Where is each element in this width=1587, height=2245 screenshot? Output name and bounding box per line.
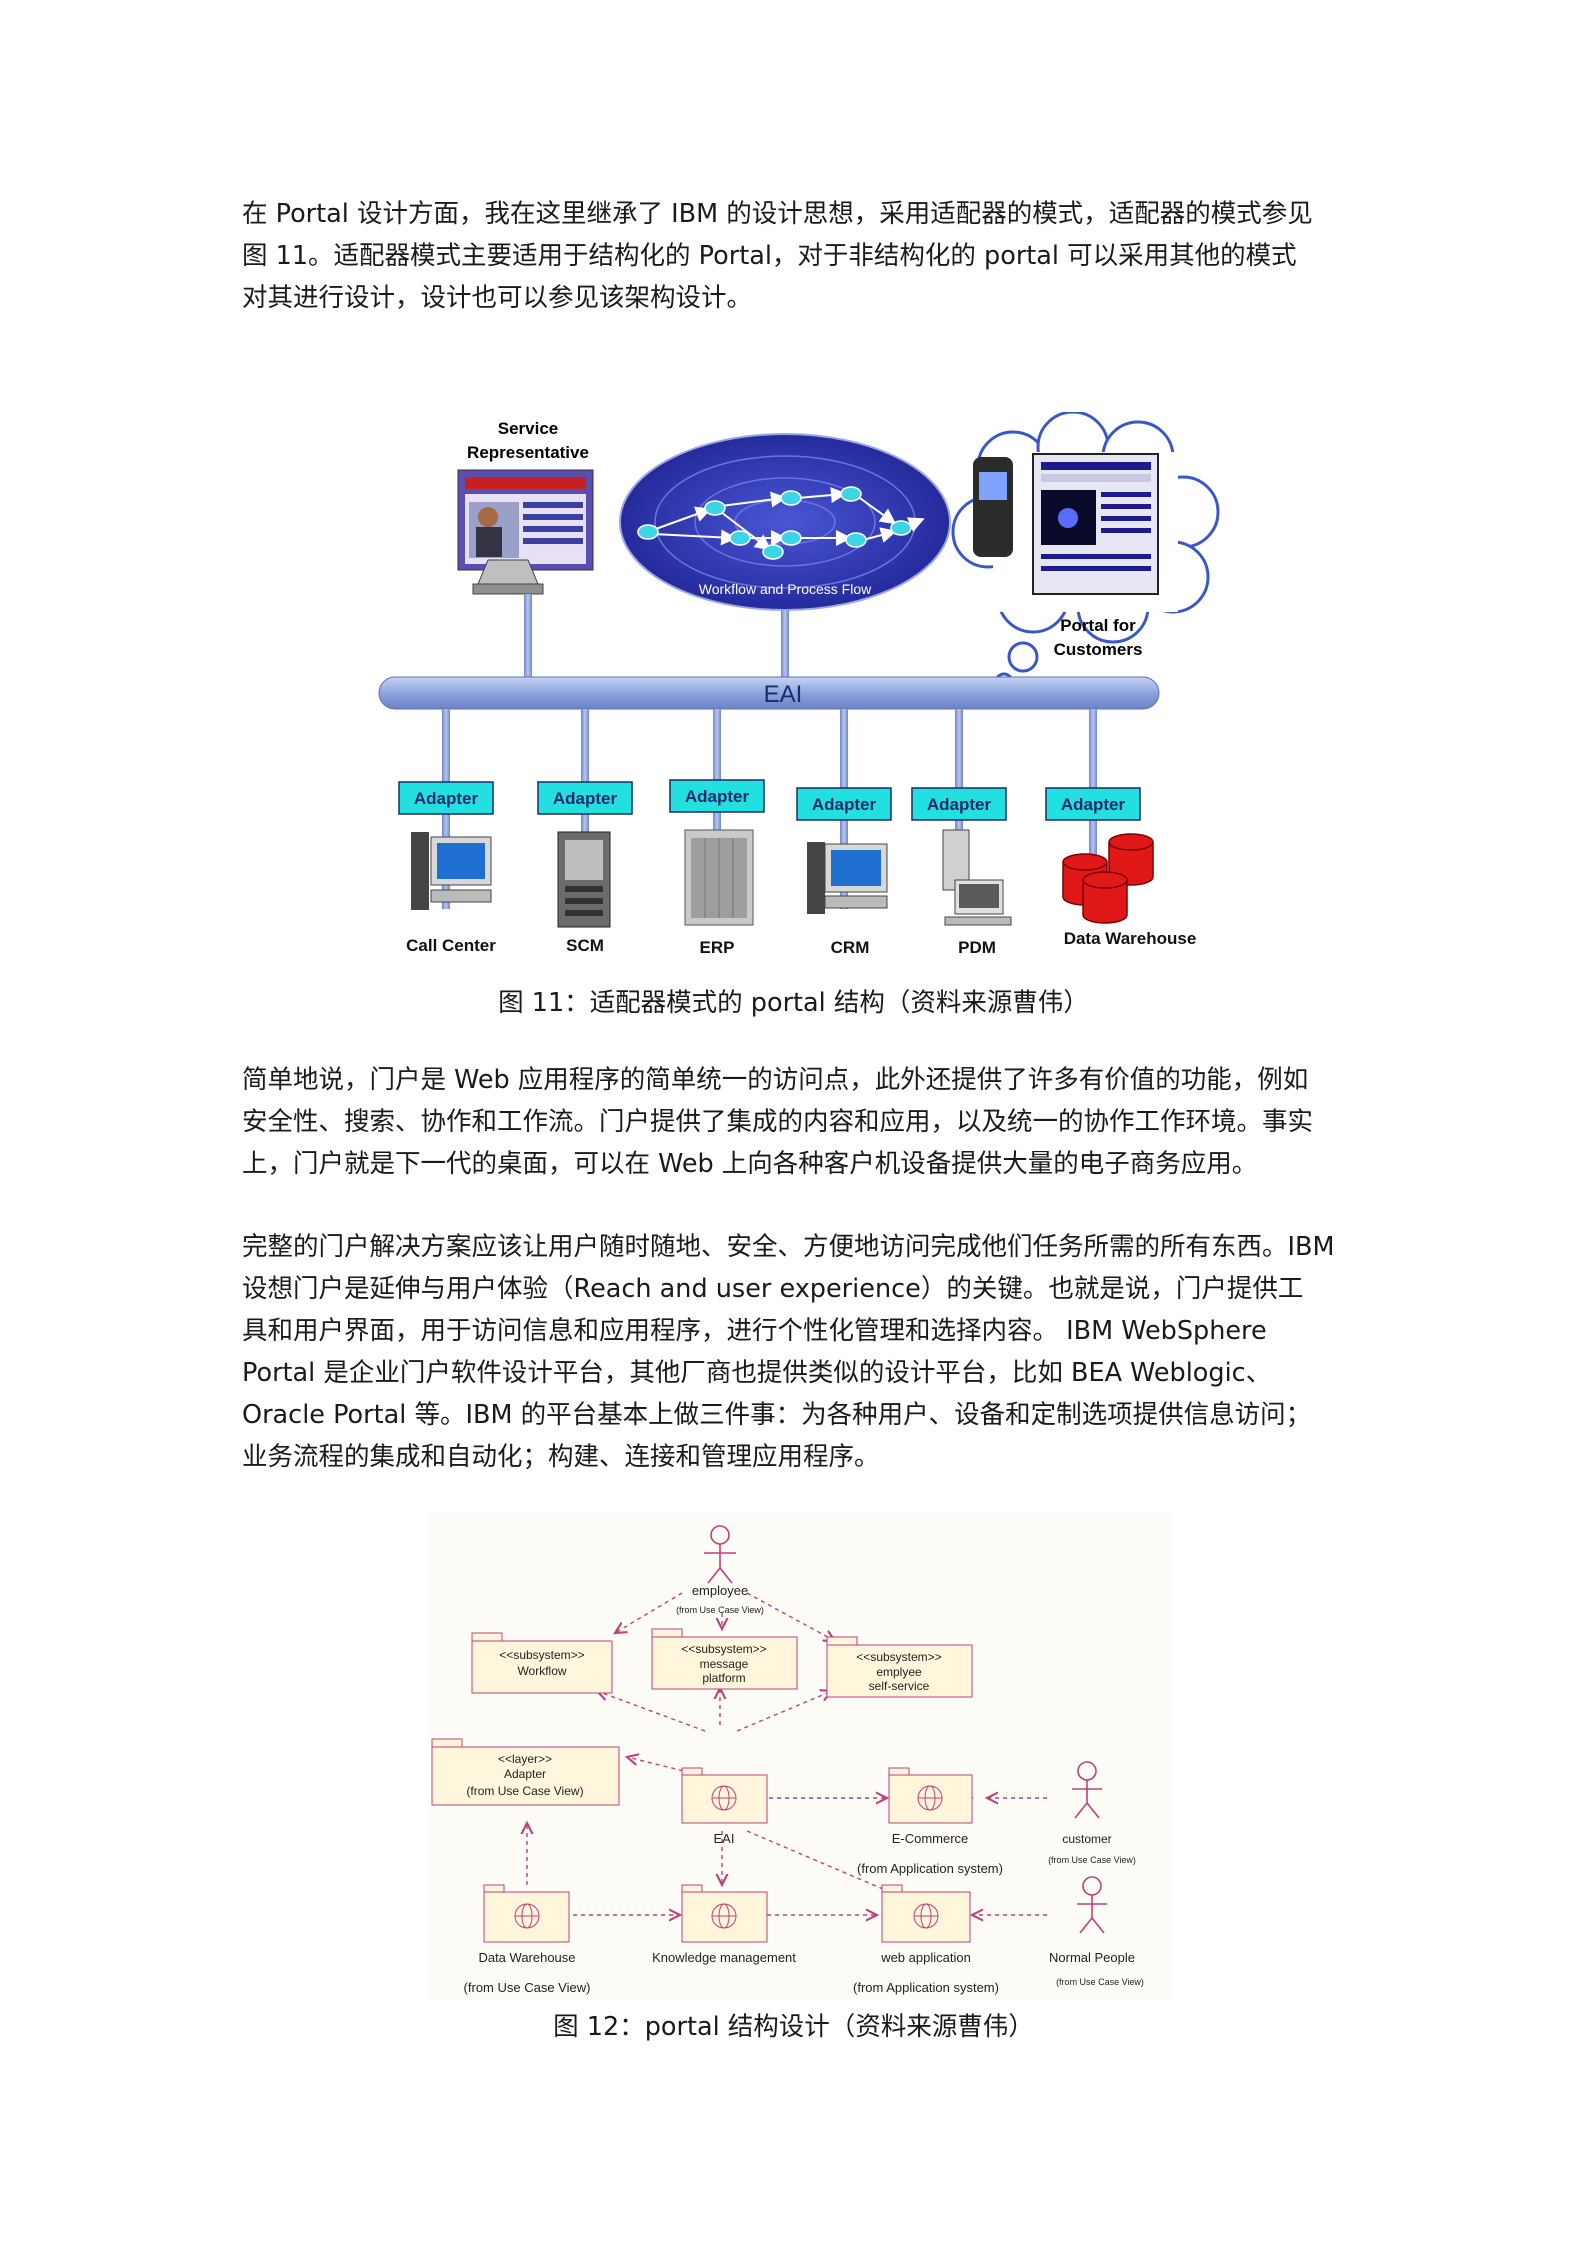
svg-text:self-service: self-service [869, 1679, 930, 1693]
globe-icon [917, 1785, 943, 1811]
svg-text:Adapter: Adapter [685, 787, 750, 806]
system-label-call-center: Call Center [406, 936, 496, 955]
ecommerce-component: E-Commerce (from Application system) [857, 1767, 1003, 1876]
adapter-crm: Adapter [796, 787, 892, 821]
text-line: 业务流程的集成和自动化；构建、连接和管理应用程序。 [242, 1442, 880, 1472]
system-label-pdm: PDM [958, 938, 996, 957]
text-line: 在 Portal 设计方面，我在这里继承了 IBM 的设计思想，采用适配器的模式… [242, 199, 1313, 229]
system-label-scm: SCM [566, 936, 604, 955]
employee-self-service-subsystem: <<subsystem>> emplyee self-service [826, 1636, 973, 1698]
actor-customer-icon [1072, 1761, 1102, 1819]
paragraph-portal-solution: 完整的门户解决方案应该让用户随时随地、安全、方便地访问完成他们任务所需的所有东西… [242, 1226, 1357, 1478]
scm-server-icon [557, 831, 611, 928]
svg-text:<<layer>>: <<layer>> [498, 1752, 552, 1766]
normal-people-from-label: (from Use Case View) [1056, 1977, 1144, 1987]
crm-computer-icon [807, 842, 888, 914]
paragraph-intro: 在 Portal 设计方面，我在这里继承了 IBM 的设计思想，采用适配器的模式… [242, 193, 1357, 319]
svg-text:Adapter: Adapter [812, 795, 877, 814]
globe-icon [514, 1903, 540, 1929]
svg-text:(from Application system): (from Application system) [853, 1980, 999, 1995]
svg-text:Adapter: Adapter [927, 795, 992, 814]
eai-bus-label: EAI [764, 681, 803, 708]
text-line: 具和用户界面，用于访问信息和应用程序，进行个性化管理和选择内容。 IBM Web… [242, 1316, 1267, 1346]
svg-text:<<subsystem>>: <<subsystem>> [499, 1648, 584, 1662]
employee-label: employee [692, 1583, 748, 1598]
workflow-subsystem: <<subsystem>> Workflow [471, 1632, 613, 1694]
text-line: 上，门户就是下一代的桌面，可以在 Web 上向各种客户机设备提供大量的电子商务应… [242, 1149, 1258, 1179]
actor-employee-icon [704, 1525, 736, 1584]
service-rep-line2: Representative [467, 443, 589, 462]
svg-text:Data Warehouse: Data Warehouse [478, 1950, 575, 1965]
globe-icon [913, 1903, 939, 1929]
system-labels: Call Center SCM ERP CRM PDM Data Warehou… [406, 929, 1196, 957]
workflow-process-flow: Workflow and Process Flow [619, 433, 951, 679]
adapter-erp: Adapter [669, 779, 765, 813]
text-line: 对其进行设计，设计也可以参见该架构设计。 [242, 283, 753, 313]
svg-text:EAI: EAI [714, 1831, 735, 1846]
portal-for-customers: Portal for Customers [951, 410, 1220, 704]
svg-text:Workflow: Workflow [517, 1664, 566, 1678]
call-center-computer-icon [411, 832, 492, 910]
system-label-crm: CRM [831, 938, 870, 957]
adapter-layer: <<layer>> Adapter (from Use Case View) [431, 1738, 620, 1806]
text-line: 完整的门户解决方案应该让用户随时随地、安全、方便地访问完成他们任务所需的所有东西… [242, 1232, 1335, 1262]
globe-icon [711, 1785, 737, 1811]
customer-label: customer [1062, 1832, 1111, 1846]
globe-icon [711, 1903, 737, 1929]
figure-11-adapter-architecture: Service Representative [373, 410, 1233, 962]
svg-text:(from Use Case View): (from Use Case View) [464, 1980, 591, 1995]
svg-text:Knowledge management: Knowledge management [652, 1950, 796, 1965]
adapter-call-center: Adapter [398, 781, 494, 815]
text-line: Portal 是企业门户软件设计平台，其他厂商也提供类似的设计平台，比如 BEA… [242, 1358, 1272, 1388]
employee-from-label: (from Use Case View) [676, 1605, 764, 1615]
text-line: Oracle Portal 等。IBM 的平台基本上做三件事：为各种用户、设备和… [242, 1400, 1312, 1430]
svg-text:emplyee: emplyee [876, 1665, 922, 1679]
svg-text:platform: platform [702, 1671, 745, 1685]
erp-server-icon [684, 829, 754, 926]
web-application-component: web application (from Application system… [853, 1884, 999, 1995]
actor-normal-people-icon [1077, 1876, 1107, 1934]
system-label-erp: ERP [700, 938, 735, 957]
portal-label-line2: Customers [1054, 640, 1143, 659]
text-line: 图 11。适配器模式主要适用于结构化的 Portal，对于非结构化的 porta… [242, 241, 1297, 271]
portal-label-line1: Portal for [1060, 616, 1136, 635]
svg-text:<<subsystem>>: <<subsystem>> [856, 1650, 941, 1664]
pdm-computer-icon [942, 829, 1012, 926]
adapter-scm: Adapter [537, 781, 633, 815]
customer-from-label: (from Use Case View) [1048, 1855, 1136, 1865]
svg-text:message: message [700, 1657, 749, 1671]
svg-text:web application: web application [880, 1950, 971, 1965]
svg-text:<<subsystem>>: <<subsystem>> [681, 1642, 766, 1656]
knowledge-management-component: Knowledge management [652, 1884, 796, 1965]
figure-11-caption: 图 11：适配器模式的 portal 结构（资料来源曹伟） [498, 988, 1089, 1018]
data-warehouse-component: Data Warehouse (from Use Case View) [464, 1884, 591, 1995]
eai-component: EAI [681, 1767, 768, 1846]
svg-text:(from Use Case View): (from Use Case View) [466, 1784, 583, 1798]
text-line: 简单地说，门户是 Web 应用程序的简单统一的访问点，此外还提供了许多有价值的功… [242, 1065, 1309, 1095]
service-rep-line1: Service [498, 419, 559, 438]
paragraph-portal-definition: 简单地说，门户是 Web 应用程序的简单统一的访问点，此外还提供了许多有价值的功… [242, 1059, 1357, 1185]
adapter-pdm: Adapter [911, 787, 1007, 821]
svg-text:Adapter: Adapter [504, 1767, 546, 1781]
svg-text:Adapter: Adapter [553, 789, 618, 808]
svg-text:E-Commerce: E-Commerce [892, 1831, 969, 1846]
eai-bus: EAI [378, 676, 1160, 710]
adapter-data-warehouse: Adapter [1045, 787, 1141, 821]
system-label-data-warehouse: Data Warehouse [1064, 929, 1197, 948]
service-representative: Service Representative [457, 419, 594, 679]
svg-text:Adapter: Adapter [414, 789, 479, 808]
normal-people-label: Normal People [1049, 1950, 1135, 1965]
from-application-label: (from Application system) [857, 1861, 1003, 1876]
figure-12-portal-structure-design: employee (from Use Case View) <<subsyste… [427, 1513, 1172, 2000]
text-line: 安全性、搜索、协作和工作流。门户提供了集成的内容和应用，以及统一的协作工作环境。… [242, 1107, 1314, 1137]
text-line: 设想门户是延伸与用户体验（Reach and user experience）的… [242, 1274, 1304, 1304]
data-warehouse-database-icon [1062, 833, 1154, 924]
svg-text:Adapter: Adapter [1061, 795, 1126, 814]
figure-12-caption: 图 12：portal 结构设计（资料来源曹伟） [553, 2012, 1034, 2042]
workflow-label: Workflow and Process Flow [699, 581, 872, 597]
message-platform-subsystem: <<subsystem>> message platform [651, 1628, 798, 1690]
adapter-boxes: Adapter Adapter Adapter Adapter Adapter … [398, 779, 1141, 821]
